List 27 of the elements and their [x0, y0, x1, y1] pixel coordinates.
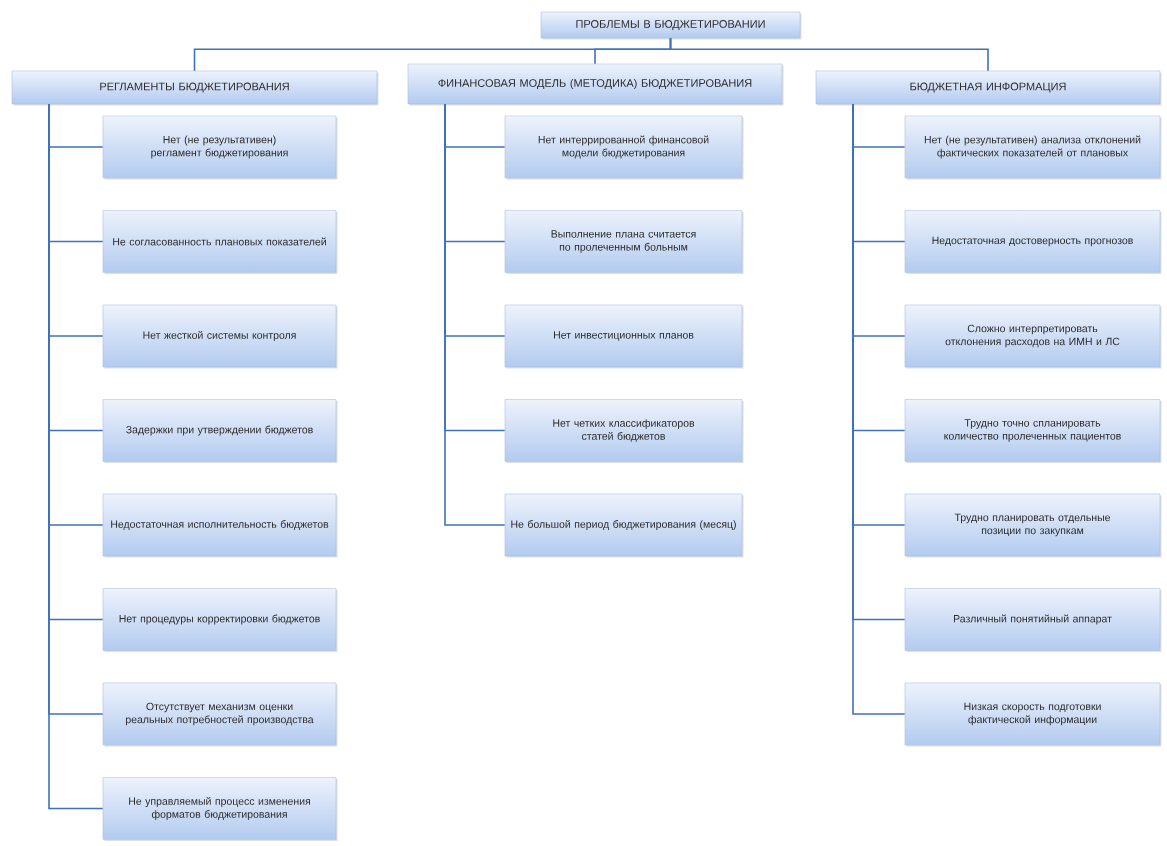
- connector: [852, 103, 906, 715]
- problem-box: Нет четких классификаторов статей бюджетов: [504, 399, 744, 463]
- problem-box: Недостаточная достоверность прогнозов: [904, 210, 1162, 274]
- connector: [669, 37, 989, 72]
- problem-box: Выполнение плана считается по пролеченным больным: [504, 210, 744, 274]
- problem-box: Отсутствует механизм оценки реальных потребностей производства: [102, 682, 338, 747]
- problem-box: Нет (не результативен) регламент бюджетирования: [102, 115, 338, 180]
- problem-box: Нет процедуры корректировки бюджетов: [102, 588, 338, 652]
- problem-box: Нет (не результативен) анализа отклонений фактических показателей от плановых: [904, 115, 1162, 180]
- problem-box: Нет интеррированной финансовой модели бюджетирования: [504, 115, 744, 180]
- problem-box: Нет жесткой системы контроля: [102, 304, 338, 369]
- problem-box: Недостаточная исполнительность бюджетов: [102, 493, 338, 558]
- problem-box: Различный понятийный аппарат: [904, 588, 1162, 652]
- problem-box: Не согласованность плановых показателей: [102, 210, 338, 274]
- problem-box: Трудно точно спланировать количество пролеченных пациентов: [904, 399, 1162, 463]
- category-box: БЮДЖЕТНАЯ ИНФОРМАЦИЯ: [815, 70, 1162, 106]
- problem-box: Сложно интерпретировать отклонения расходов на ИМН и ЛС: [904, 304, 1162, 369]
- problem-box: Задержки при утверждении бюджетов: [102, 399, 338, 463]
- title-box: ПРОБЛЕМЫ В БЮДЖЕТИРОВАНИИ: [540, 11, 802, 40]
- category-box: РЕГЛАМЕНТЫ БЮДЖЕТИРОВАНИЯ: [11, 70, 379, 106]
- connector: [444, 103, 506, 526]
- problem-box: Низкая скорость подготовки фактической информации: [904, 682, 1162, 747]
- problem-box: Нет инвестиционных планов: [504, 304, 744, 369]
- problem-box: Не большой период бюджетирования (месяц): [504, 493, 744, 558]
- problem-box: Трудно планировать отдельные позиции по закупкам: [904, 493, 1162, 558]
- problem-box: Не управляемый процесс изменения форматов бюджетирования: [102, 777, 338, 841]
- category-box: ФИНАНСОВАЯ МОДЕЛЬ (МЕТОДИКА) БЮДЖЕТИРОВАНИЯ: [407, 63, 784, 106]
